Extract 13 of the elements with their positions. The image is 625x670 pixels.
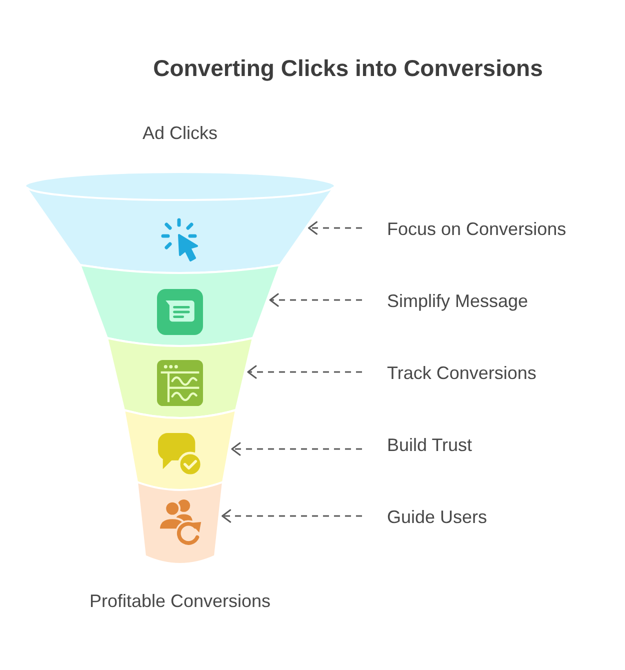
step-label: Track Conversions bbox=[387, 361, 536, 385]
dashed-arrow bbox=[269, 293, 362, 307]
step-label: Simplify Message bbox=[387, 289, 528, 313]
dashed-arrow bbox=[231, 442, 362, 456]
step-label: Build Trust bbox=[387, 433, 472, 457]
funnel-label: Ad Clicks bbox=[142, 122, 218, 145]
funnel-label: Profitable Conversions bbox=[89, 590, 271, 613]
dashed-arrow bbox=[222, 509, 362, 523]
step-label: Focus on Conversions bbox=[387, 217, 566, 241]
dashed-arrow bbox=[308, 221, 362, 235]
dashed-arrow bbox=[247, 365, 362, 379]
diagram-title: Converting Clicks into Conversions bbox=[152, 54, 544, 83]
step-label: Guide Users bbox=[387, 505, 488, 529]
